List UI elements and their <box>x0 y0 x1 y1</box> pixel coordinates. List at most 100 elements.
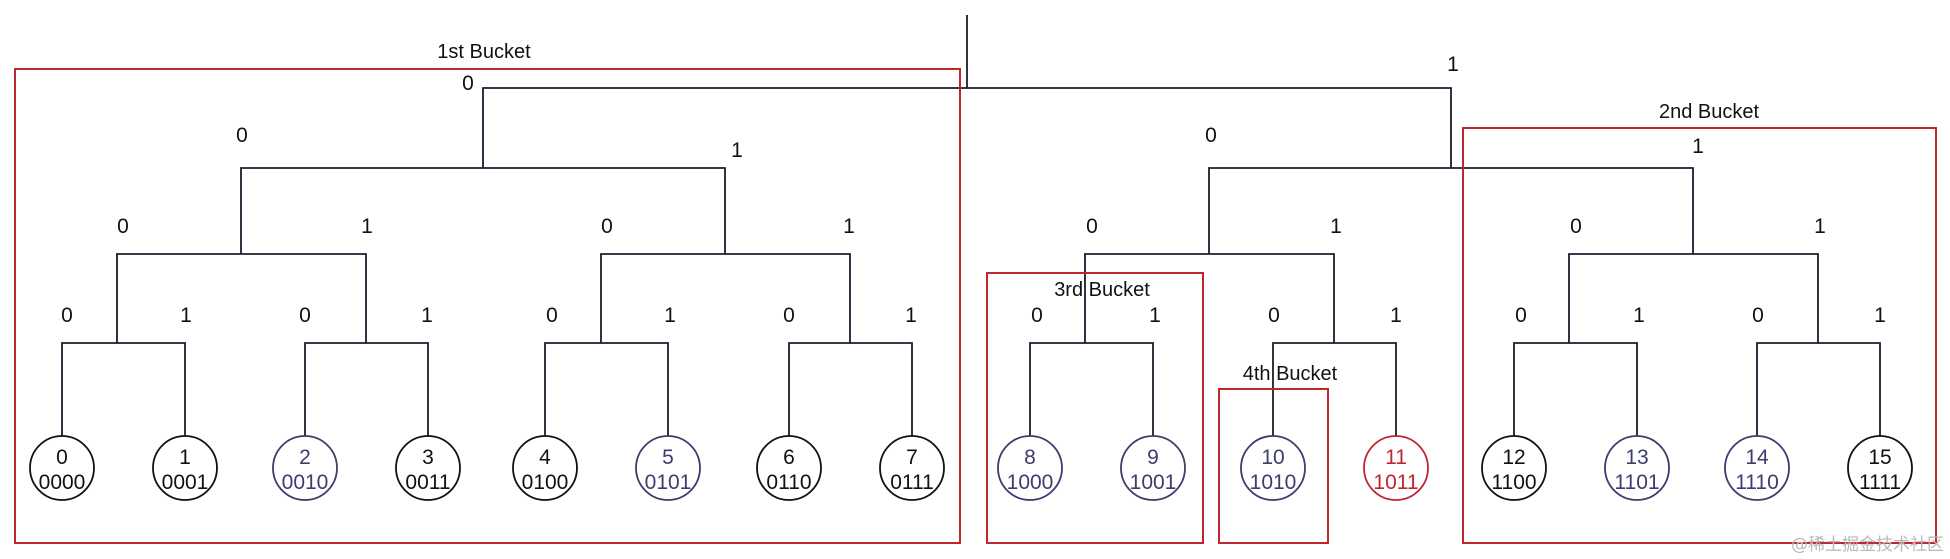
bucket-4-label: 4th Bucket <box>1243 363 1338 385</box>
bit-label: 1 <box>361 215 373 238</box>
bit-label: 1 <box>843 215 855 238</box>
bit-label: 1 <box>1390 304 1402 327</box>
bucket-4-box <box>1218 388 1329 544</box>
leaf-node-circle <box>1240 435 1306 501</box>
leaf-node-binary: 1000 <box>1007 471 1054 494</box>
bit-label: 1 <box>1633 304 1645 327</box>
leaf-node-id: 3 <box>422 446 434 469</box>
bit-label: 0 <box>546 304 558 327</box>
bucket-2-box <box>1462 127 1937 544</box>
edge-bit-labels: 0 1 0 1 0 1 0 1 0 1 0 1 0 1 0 1 0 1 0 1 … <box>61 53 1886 327</box>
bit-label: 1 <box>1149 304 1161 327</box>
leaf-node-circle <box>512 435 578 501</box>
leaf-node-id: 11 <box>1385 446 1407 469</box>
branch-000 <box>61 342 186 438</box>
leaf-node-binary: 1010 <box>1250 471 1297 494</box>
leaf-node-circle <box>1724 435 1790 501</box>
leaf-node-binary: 1100 <box>1491 471 1536 494</box>
bit-label: 1 <box>1330 215 1342 238</box>
bucket-3-label: 3rd Bucket <box>1054 279 1150 301</box>
bucket-3-box <box>986 272 1204 544</box>
bit-label: 0 <box>236 124 248 147</box>
leaf-node-id: 12 <box>1502 446 1525 469</box>
leaf-node-id: 5 <box>662 446 674 469</box>
bit-label: 0 <box>1205 124 1217 147</box>
bit-label: 0 <box>462 72 474 95</box>
bit-label: 1 <box>1874 304 1886 327</box>
bit-label: 0 <box>1086 215 1098 238</box>
watermark-text: @稀土掘金技术社区 <box>1791 535 1944 555</box>
bit-label: 1 <box>180 304 192 327</box>
leaf-nodes: 0000010001200103001140100501016011070111… <box>29 435 1913 501</box>
leaf-node-binary: 1001 <box>1130 471 1177 494</box>
leaf-node-circle <box>1604 435 1670 501</box>
leaf-node-id: 14 <box>1745 446 1769 469</box>
branch-100 <box>1029 342 1154 438</box>
branch-10 <box>1084 253 1335 343</box>
leaf-node-binary: 0010 <box>282 471 329 494</box>
leaf-node-circle <box>1120 435 1186 501</box>
bit-label: 0 <box>1752 304 1764 327</box>
leaf-node-id: 2 <box>299 446 311 469</box>
bucket-1-box <box>14 68 961 544</box>
leaf-node-binary: 0100 <box>522 471 569 494</box>
leaf-node-id: 15 <box>1868 446 1891 469</box>
leaf-node-id: 8 <box>1024 446 1036 469</box>
leaf-node-binary: 1101 <box>1614 471 1659 494</box>
bit-label: 0 <box>1268 304 1280 327</box>
leaf-node-binary: 0101 <box>645 471 692 494</box>
leaf-node-id: 4 <box>539 446 551 469</box>
leaf-node-id: 1 <box>179 446 191 469</box>
branch-1 <box>1208 167 1694 254</box>
branch-101 <box>1272 342 1397 438</box>
bit-label: 1 <box>664 304 676 327</box>
bit-label: 0 <box>1031 304 1043 327</box>
leaf-node-binary: 0001 <box>162 471 209 494</box>
leaf-node-id: 7 <box>906 446 918 469</box>
leaf-node-circle <box>1481 435 1547 501</box>
leaf-node-circle <box>29 435 95 501</box>
leaf-node-circle <box>997 435 1063 501</box>
bit-label: 0 <box>1570 215 1582 238</box>
leaf-node-id: 13 <box>1625 446 1648 469</box>
bit-label: 1 <box>1692 135 1704 158</box>
branch-00 <box>116 253 367 343</box>
leaf-node-circle <box>635 435 701 501</box>
leaf-node-binary: 1110 <box>1735 471 1779 494</box>
tree-edges <box>61 15 1881 438</box>
leaf-node-circle <box>272 435 338 501</box>
bit-label: 0 <box>1515 304 1527 327</box>
bit-label: 0 <box>783 304 795 327</box>
leaf-node-binary: 1011 <box>1373 471 1418 494</box>
branch-001 <box>304 342 429 438</box>
bit-label: 1 <box>1447 53 1459 76</box>
bit-label: 0 <box>61 304 73 327</box>
leaf-node-circle <box>879 435 945 501</box>
leaf-node-circle <box>152 435 218 501</box>
bit-label: 1 <box>905 304 917 327</box>
leaf-node-binary: 0000 <box>39 471 86 494</box>
leaf-node-binary: 0110 <box>766 471 811 494</box>
branch-111 <box>1756 342 1881 438</box>
branch-11 <box>1568 253 1819 343</box>
leaf-node-circle <box>1847 435 1913 501</box>
bit-label: 0 <box>117 215 129 238</box>
leaf-node-circle <box>395 435 461 501</box>
bit-label: 1 <box>421 304 433 327</box>
bit-label: 1 <box>1814 215 1826 238</box>
branch-010 <box>544 342 669 438</box>
branch-0 <box>240 167 726 254</box>
bit-label: 0 <box>601 215 613 238</box>
branch-01 <box>600 253 851 343</box>
